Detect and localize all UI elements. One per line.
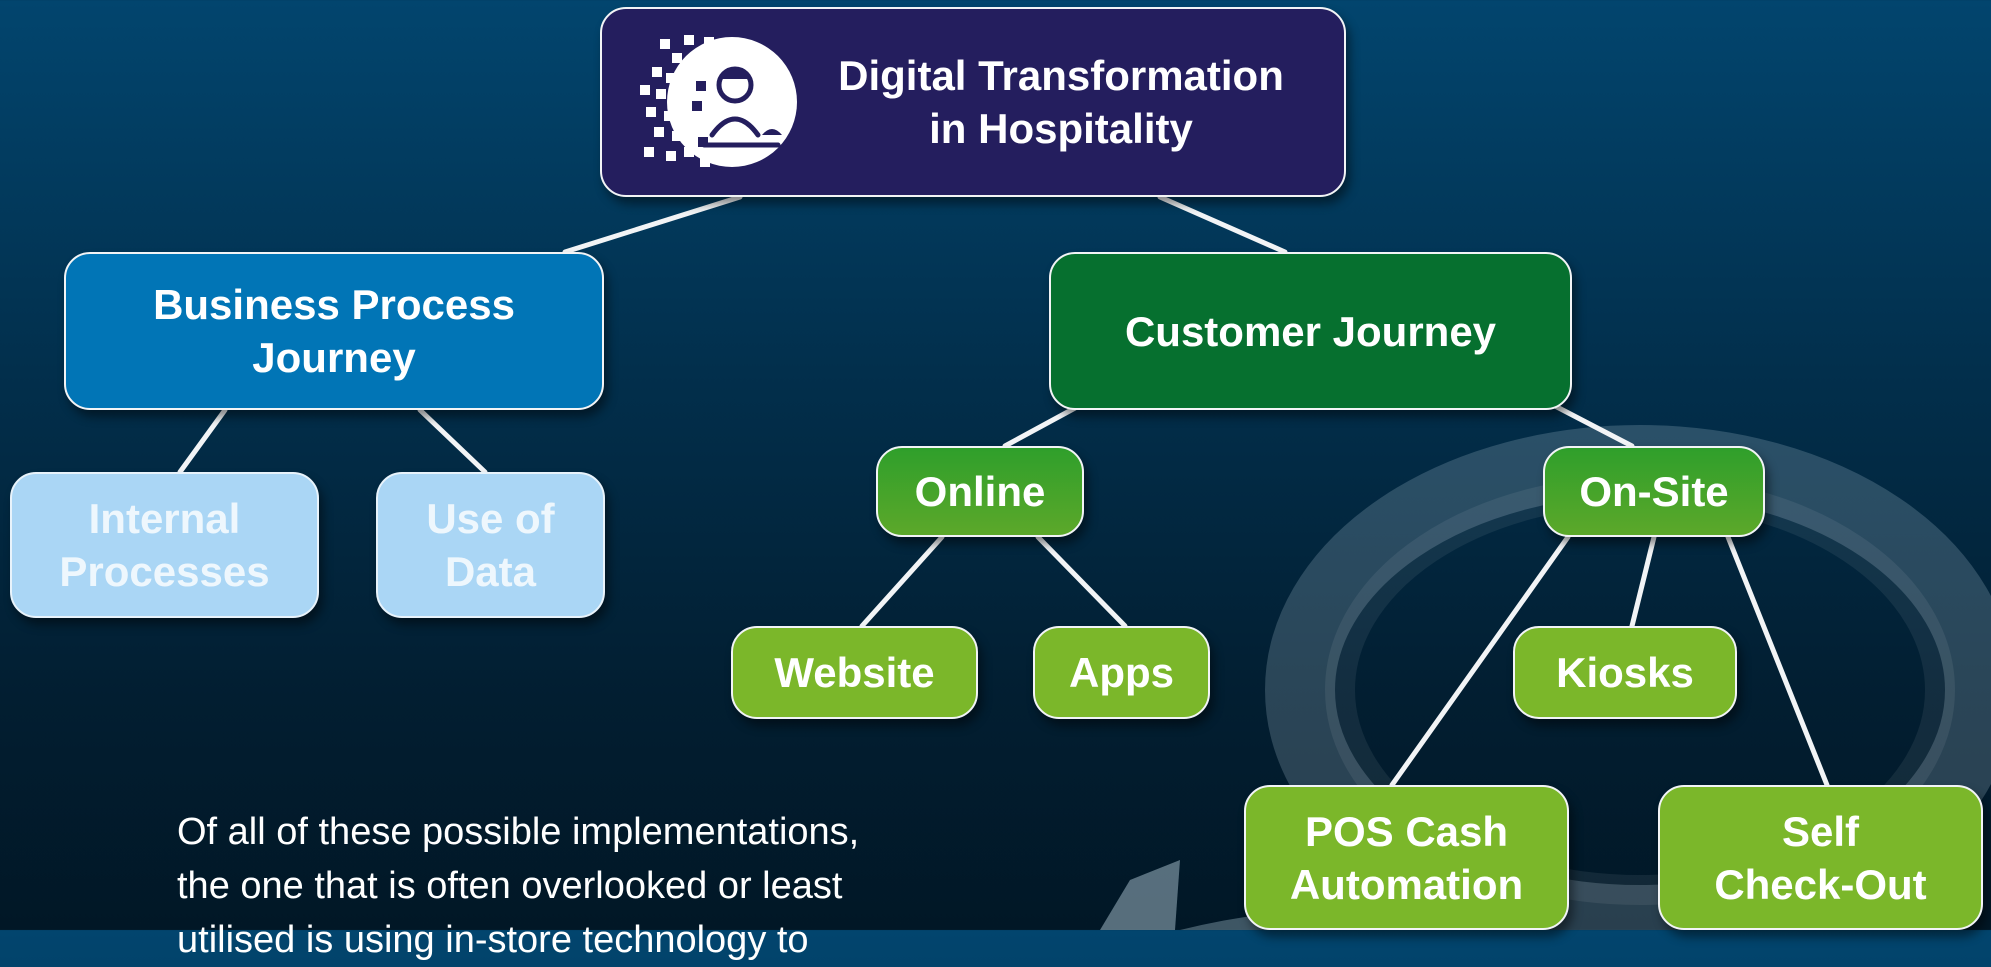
customer-journey-node: Customer Journey	[1049, 252, 1572, 410]
connector-online-apps	[1035, 534, 1128, 629]
website-node: Website	[731, 626, 978, 719]
root-title: Digital Transformation in Hospitality	[838, 52, 1284, 152]
pos-cash-automation-node: POS Cash Automation	[1244, 785, 1569, 930]
diagram-canvas: Digital Transformation in Hospitality Bu…	[10, 7, 1991, 930]
connector-business-data	[417, 407, 488, 475]
connector-root-customer	[1157, 194, 1288, 255]
connector-root-business	[562, 194, 743, 255]
internal-processes-node: Internal Processes	[10, 472, 319, 618]
on-site-node: On-Site	[1543, 446, 1765, 537]
use-of-data-node: Use of Data	[376, 472, 605, 618]
apps-node: Apps	[1033, 626, 1210, 719]
online-node: Online	[876, 446, 1084, 537]
connector-customer-onsite	[1552, 403, 1635, 449]
self-check-out-node: Self Check-Out	[1658, 785, 1983, 930]
kiosks-node: Kiosks	[1513, 626, 1737, 719]
connector-onsite-pos	[1389, 534, 1571, 788]
connector-lines	[177, 194, 1830, 788]
caption-text: Of all of these possible implementations…	[177, 811, 860, 961]
connector-onsite-kiosks	[1629, 534, 1657, 629]
business-process-node: Business Process Journey	[64, 252, 604, 410]
root-node: Digital Transformation in Hospitality	[600, 7, 1346, 197]
digital-hospitality-staff-icon	[640, 35, 797, 167]
connector-customer-online	[1002, 405, 1078, 449]
connector-business-internal	[177, 407, 228, 475]
connector-onsite-selfcheckout	[1725, 534, 1830, 788]
connector-online-website	[859, 534, 945, 629]
